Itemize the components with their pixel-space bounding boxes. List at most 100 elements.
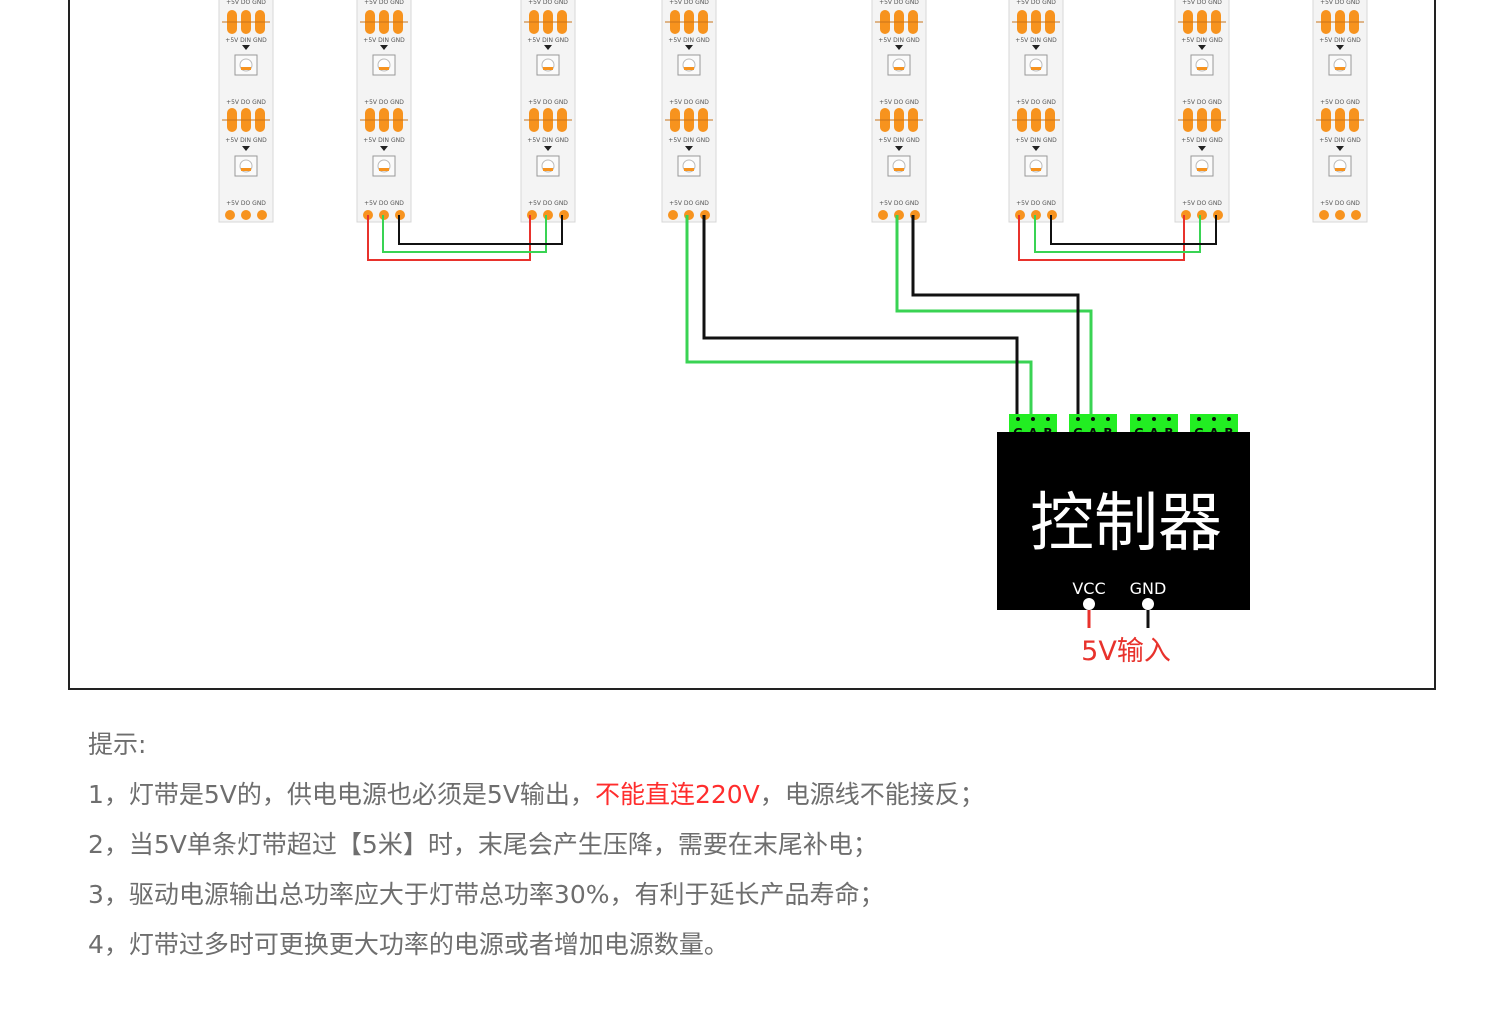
pad-label: +5V DO GND [879, 0, 919, 6]
wire-black-pair1 [398, 215, 563, 245]
wiring-diagram: +5V DO GND +5V DIN GND +5V DO GND +5V DIN G… [218, 0, 1368, 667]
pad-label: +5V DO GND [364, 0, 404, 6]
diagram-frame [68, 0, 1436, 690]
pad-label: +5V DIN GND [225, 37, 267, 44]
port-screw [1227, 417, 1231, 421]
pad-label: +5V DIN GND [527, 37, 569, 44]
wire-black-strip4 [702, 215, 1019, 418]
vcc-terminal [1083, 598, 1095, 610]
led-dot [241, 67, 251, 70]
wire-black-strip5 [911, 215, 1080, 418]
led-strip-4: +5V DO GND +5V DIN GND +5V DO GND +5V DIN G… [661, 0, 717, 223]
led-strip-1: +5V DO GND+5V DIN GND+5V DO GND+5V DIN G… [218, 0, 274, 223]
led-dot [1335, 168, 1345, 171]
pad-label: +5V DO GND [226, 200, 266, 207]
pad-label: +5V DIN GND [878, 37, 920, 44]
led-dot [241, 168, 251, 171]
pad-label: +5V DO GND [1016, 99, 1056, 106]
wire-red-pair1 [367, 215, 531, 261]
arrow-icon [1198, 146, 1206, 151]
pad-label: +5V DIN GND [363, 37, 405, 44]
wire-green-pair2 [1034, 215, 1201, 253]
controller-box: GABGABGABGAB 控制器 VCC GND 5V输入 [997, 414, 1250, 667]
pad-label: +5V DIN GND [668, 37, 710, 44]
arrow-icon [242, 45, 250, 50]
tips-heading: 提示: [88, 730, 147, 759]
pad-label: +5V DO GND [364, 200, 404, 207]
controller-label: 控制器 [1030, 487, 1222, 561]
strip-terminal [878, 210, 888, 220]
led-dot [894, 168, 904, 171]
pad-label: +5V DO GND [669, 200, 709, 207]
led-dot [543, 67, 553, 70]
arrow-icon [544, 45, 552, 50]
pad-label: +5V DIN GND [1015, 137, 1057, 144]
pad-label: +5V DIN GND [878, 137, 920, 144]
arrow-icon [242, 146, 250, 151]
led-strip-6: +5V DO GND +5V DIN GND +5V DO GND +5V DIN G… [1008, 0, 1064, 223]
wires [367, 215, 1217, 418]
input-label: 5V输入 [1081, 636, 1171, 667]
tip-1-text: 1，灯带是5V的，供电电源也必须是5V输出， [88, 780, 595, 809]
pad-label: +5V DIN GND [1319, 137, 1361, 144]
port-screw [1016, 417, 1020, 421]
pad-label: +5V DIN GND [1319, 37, 1361, 44]
tip-2-text: 2，当5V单条灯带超过【5米】时，末尾会产生压降，需要在末尾补电； [88, 830, 878, 859]
led-strip-8: +5V DO GND +5V DIN GND +5V DO GND +5V DIN G… [1312, 0, 1368, 223]
tip-4: 4，灯带过多时可更换更大功率的电源或者增加电源数量。 [88, 920, 985, 970]
strip-terminal [1319, 210, 1329, 220]
led-dot [1197, 168, 1207, 171]
strip-terminal [225, 210, 235, 220]
wire-green-strip5 [895, 215, 1093, 418]
led-dot [684, 168, 694, 171]
pad-label: +5V DIN GND [668, 137, 710, 144]
gnd-label: GND [1130, 579, 1167, 598]
led-strip-5: +5V DO GND +5V DIN GND +5V DO GND +5V DIN G… [871, 0, 927, 223]
pad-label: +5V DO GND [1320, 200, 1360, 207]
pad-label: +5V DO GND [879, 99, 919, 106]
led-dot [1031, 168, 1041, 171]
port-screw [1106, 417, 1110, 421]
pad-label: +5V DO GND [669, 99, 709, 106]
port-screw [1197, 417, 1201, 421]
arrow-icon [895, 146, 903, 151]
wire-green-strip4 [685, 215, 1033, 418]
pad-label: +5V DIN GND [1015, 37, 1057, 44]
tip-1-tail: ，电源线不能接反； [759, 780, 985, 809]
arrow-icon [544, 146, 552, 151]
led-strip-3: +5V DO GND +5V DIN GND +5V DO GND +5V DIN G… [520, 0, 576, 223]
port-screw [1137, 417, 1141, 421]
pad-label: +5V DO GND [1016, 200, 1056, 207]
arrow-icon [1198, 45, 1206, 50]
arrow-icon [1336, 146, 1344, 151]
led-dot [379, 168, 389, 171]
strip-terminal [1351, 210, 1361, 220]
pad-label: +5V DIN GND [527, 137, 569, 144]
pad-label: +5V DO GND [226, 99, 266, 106]
pad-label: +5V DO GND [226, 0, 266, 6]
pad-label: +5V DO GND [528, 0, 568, 6]
strip-terminal [241, 210, 251, 220]
pad-label: +5V DO GND [669, 0, 709, 6]
gnd-terminal [1142, 598, 1154, 610]
tip-2: 2，当5V单条灯带超过【5米】时，末尾会产生压降，需要在末尾补电； [88, 820, 985, 870]
pad-label: +5V DIN GND [1181, 137, 1223, 144]
arrow-icon [1032, 45, 1040, 50]
tip-4-text: 4，灯带过多时可更换更大功率的电源或者增加电源数量。 [88, 930, 729, 959]
vcc-label: VCC [1072, 579, 1105, 598]
arrow-icon [380, 146, 388, 151]
led-strips: +5V DO GND +5V DIN GND +5V DO GND +5V DIN G… [218, 0, 1368, 223]
port-screw [1076, 417, 1080, 421]
tip-3-text: 3，驱动电源输出总功率应大于灯带总功率30%，有利于延长产品寿命； [88, 880, 885, 909]
pad-label: +5V DIN GND [1181, 37, 1223, 44]
tip-1-warning: 不能直连220V [594, 780, 760, 809]
pad-label: +5V DO GND [1320, 0, 1360, 6]
arrow-icon [1032, 146, 1040, 151]
wire-green-pair1 [382, 215, 547, 253]
led-dot [543, 168, 553, 171]
strip-terminal [1335, 210, 1345, 220]
arrow-icon [380, 45, 388, 50]
led-dot [1335, 67, 1345, 70]
pad-label: +5V DO GND [528, 99, 568, 106]
port-screw [1212, 417, 1216, 421]
